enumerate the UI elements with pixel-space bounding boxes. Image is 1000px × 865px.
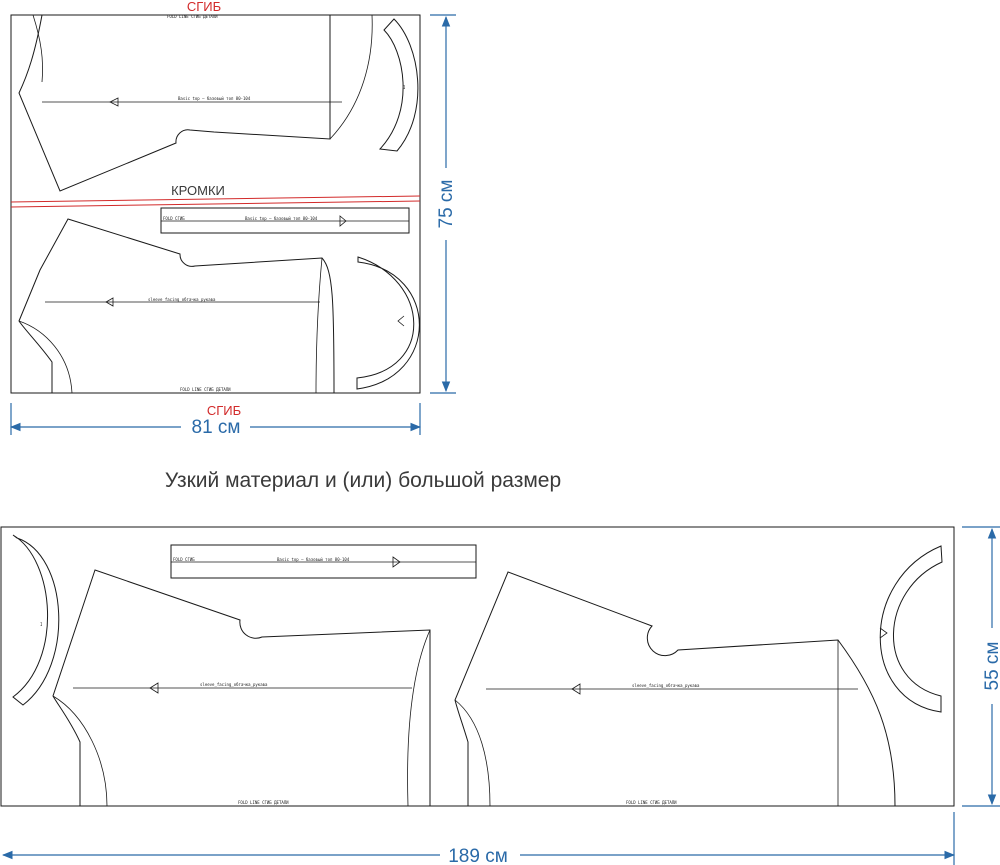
top-strip-text: Basic top – базовый топ 80-104 xyxy=(245,216,318,221)
bottom-strip-fold: FOLD СГИБ xyxy=(173,557,195,562)
top-strip-piece: FOLD СГИБ Basic top – базовый топ 80-104 xyxy=(160,207,410,234)
upper-piece-text: Basic top – базовый топ 80-104 xyxy=(178,96,251,101)
selvedge-line-1 xyxy=(10,195,421,203)
bottom-right-text: sleeve_facing_обтачка_рукава xyxy=(632,683,700,688)
top-upper-piece: Basic top – базовый топ 80-104 FOLD LINE… xyxy=(18,14,373,192)
bottom-fabric-outline xyxy=(0,526,955,807)
bottom-left-arc xyxy=(12,534,60,706)
bottom-strip-piece: FOLD СГИБ Basic top – базовый топ 80-104 xyxy=(170,544,477,579)
bottom-right-piece: sleeve_facing_обтачка_рукава FOLD LINE С… xyxy=(454,571,896,807)
caption: Узкий материал и (или) большой размер xyxy=(165,469,561,492)
top-lower-piece: sleeve_facing_обтачка_рукава FOLD LINE С… xyxy=(18,218,335,394)
selvedge-line-2 xyxy=(10,200,421,208)
bottom-left-text: sleeve_facing_обтачка_рукава xyxy=(200,682,268,687)
bottom-width-label: 189 см xyxy=(448,846,508,865)
selvedge-label: КРОМКИ xyxy=(171,183,225,198)
top-upper-arc xyxy=(378,18,419,152)
arc-arrow-1 xyxy=(397,315,405,327)
bottom-left-fold: FOLD LINE СГИБ ДЕТАЛИ xyxy=(238,800,289,805)
top-strip-fold: FOLD СГИБ xyxy=(163,216,185,221)
bottom-layout: I FOLD СГИБ Basic top – базовый топ 80-1… xyxy=(0,526,1000,865)
height-label: 75 см xyxy=(436,180,457,229)
bottom-height-label: 55 см xyxy=(982,642,1000,691)
fold-top-label: СГИБ xyxy=(187,0,221,14)
lower-fold-text: FOLD LINE СГИБ ДЕТАЛИ xyxy=(180,387,231,392)
bottom-strip-text: Basic top – базовый топ 80-104 xyxy=(277,557,350,562)
top-lower-arc xyxy=(356,256,420,390)
bottom-right-fold: FOLD LINE СГИБ ДЕТАЛИ xyxy=(626,800,677,805)
arc-notch-1: I xyxy=(403,85,406,90)
lower-piece-text: sleeve_facing_обтачка_рукава xyxy=(148,297,216,302)
fold-bottom-label: СГИБ xyxy=(207,403,241,418)
upper-fold-text: FOLD LINE СГИБ ДЕТАЛИ xyxy=(167,14,218,19)
width-label: 81 см xyxy=(192,417,241,438)
arc-notch-2: I xyxy=(40,622,43,627)
arc-arrow-2 xyxy=(879,627,888,639)
bottom-left-piece: sleeve_facing_обтачка_рукава FOLD LINE С… xyxy=(52,569,431,807)
top-layout: СГИБ Basic top – базовый топ 80-104 FOLD… xyxy=(9,0,457,438)
bottom-right-arc xyxy=(879,545,943,713)
